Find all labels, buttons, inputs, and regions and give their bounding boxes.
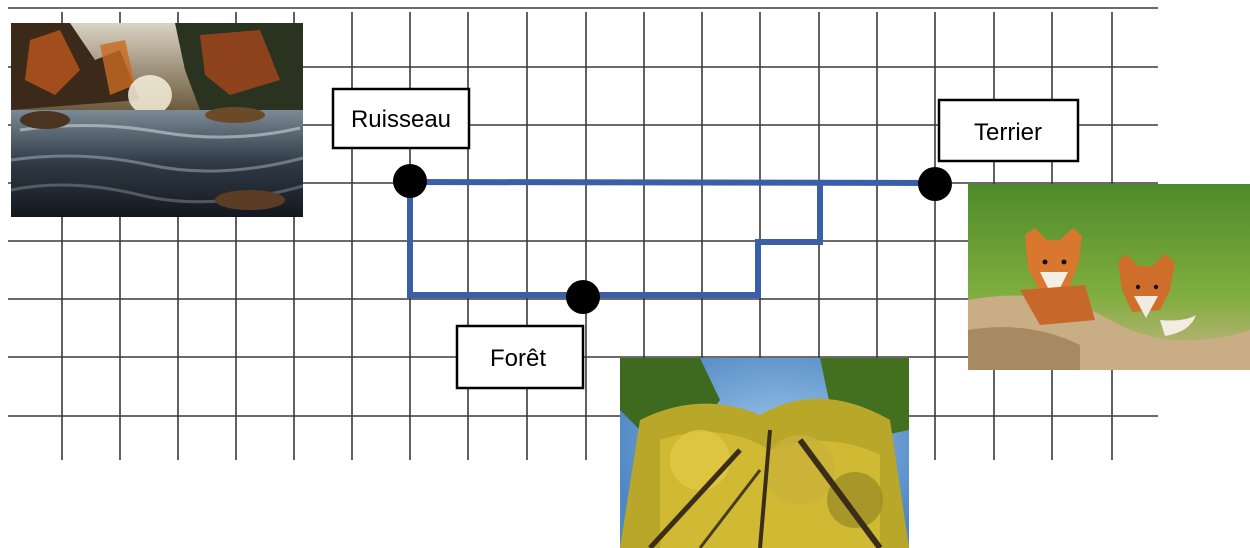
label-terrier-box: Terrier [937, 98, 1080, 163]
label-foret: Forêt [490, 345, 546, 372]
route-ruisseau-foret [407, 182, 583, 298]
fox-cubs-photo [968, 184, 1250, 370]
stream-photo [10, 23, 304, 217]
label-ruisseau: Ruisseau [351, 106, 451, 133]
label-foret-box: Forêt [455, 324, 585, 390]
node-foret [566, 280, 600, 314]
label-ruisseau-box: Ruisseau [331, 87, 471, 150]
forest-canopy-photo [620, 358, 909, 548]
node-ruisseau [393, 164, 427, 198]
label-terrier: Terrier [974, 119, 1042, 146]
route-path [407, 179, 936, 298]
node-terrier [918, 167, 952, 201]
route-ruisseau-terrier [409, 179, 936, 186]
route-foret-junction [583, 183, 823, 298]
